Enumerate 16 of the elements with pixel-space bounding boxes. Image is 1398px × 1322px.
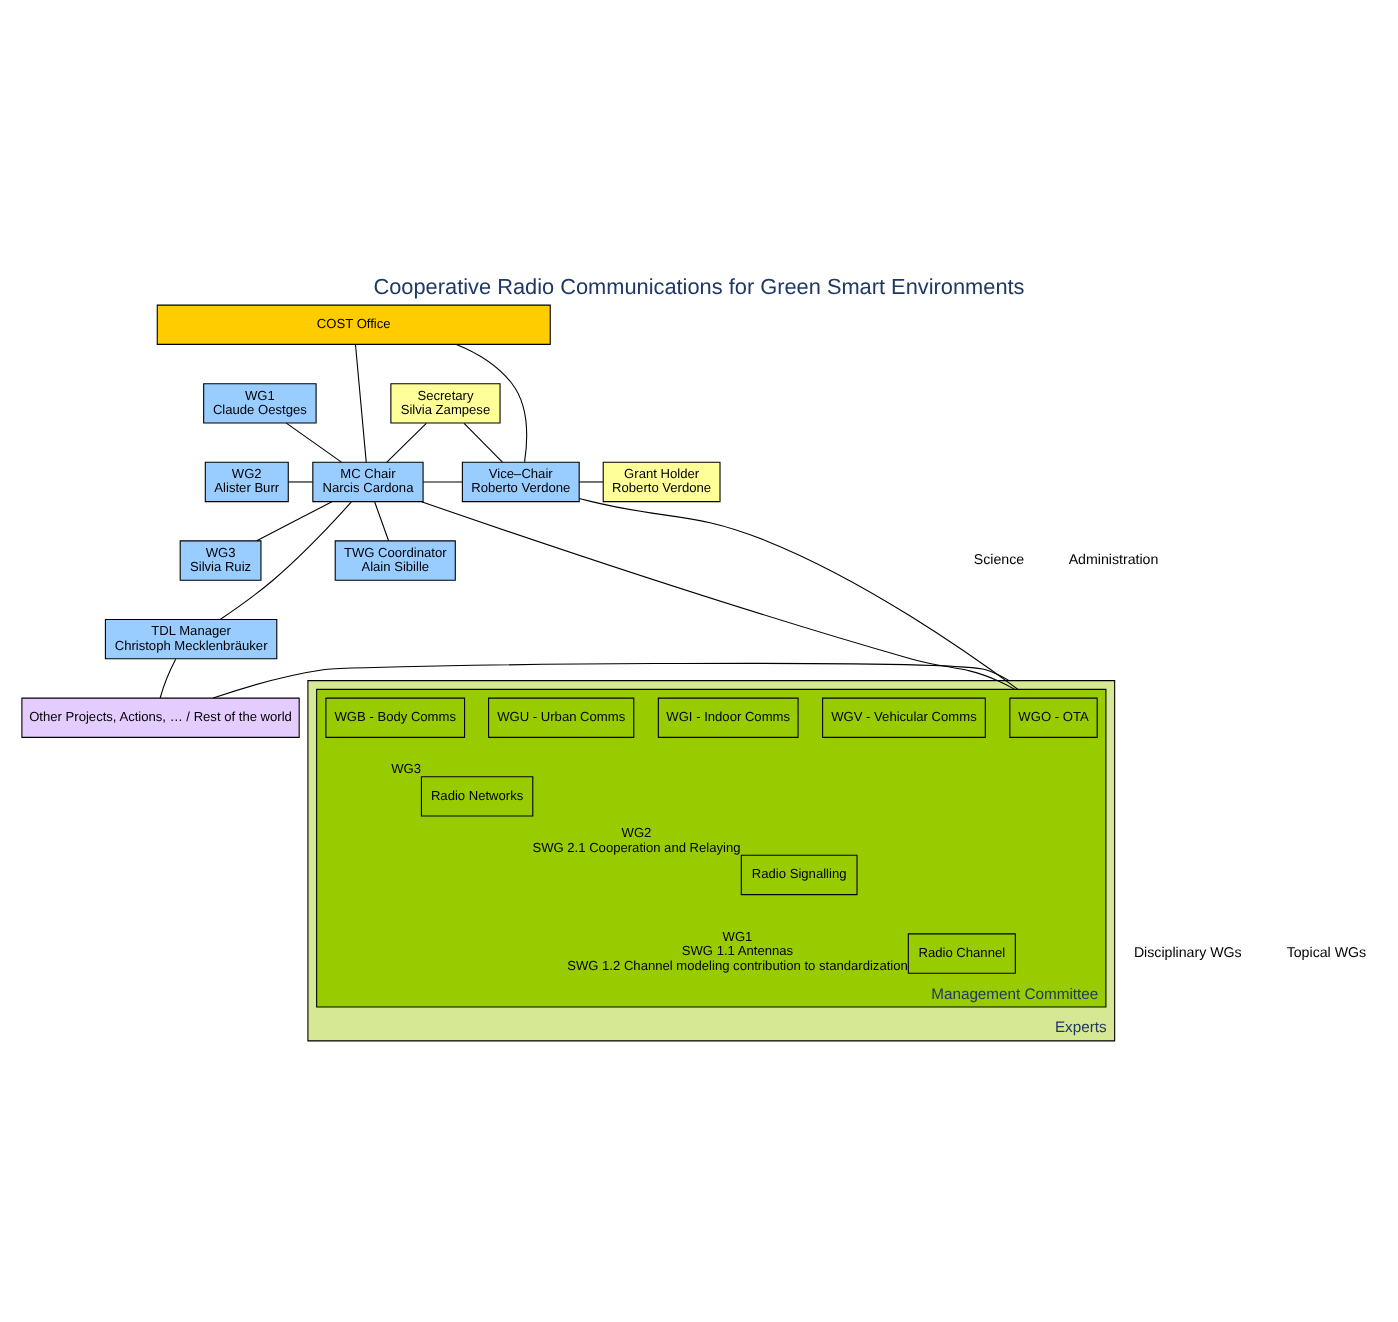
connector: [212, 662, 1010, 699]
diagram-title: Cooperative Radio Communications for Green Smart Environments: [373, 276, 1025, 301]
connector: [578, 497, 1019, 690]
connector: [420, 501, 1016, 690]
connector: [374, 501, 390, 542]
connector: [159, 658, 177, 699]
connector: [287, 481, 314, 483]
connector: [422, 481, 463, 483]
connector: [463, 422, 503, 463]
connector: [285, 422, 342, 463]
connector: [354, 344, 367, 463]
connector: [219, 501, 352, 620]
connector: [578, 481, 604, 483]
connector: [455, 343, 528, 463]
connector: [386, 422, 427, 463]
connector: [256, 501, 333, 542]
